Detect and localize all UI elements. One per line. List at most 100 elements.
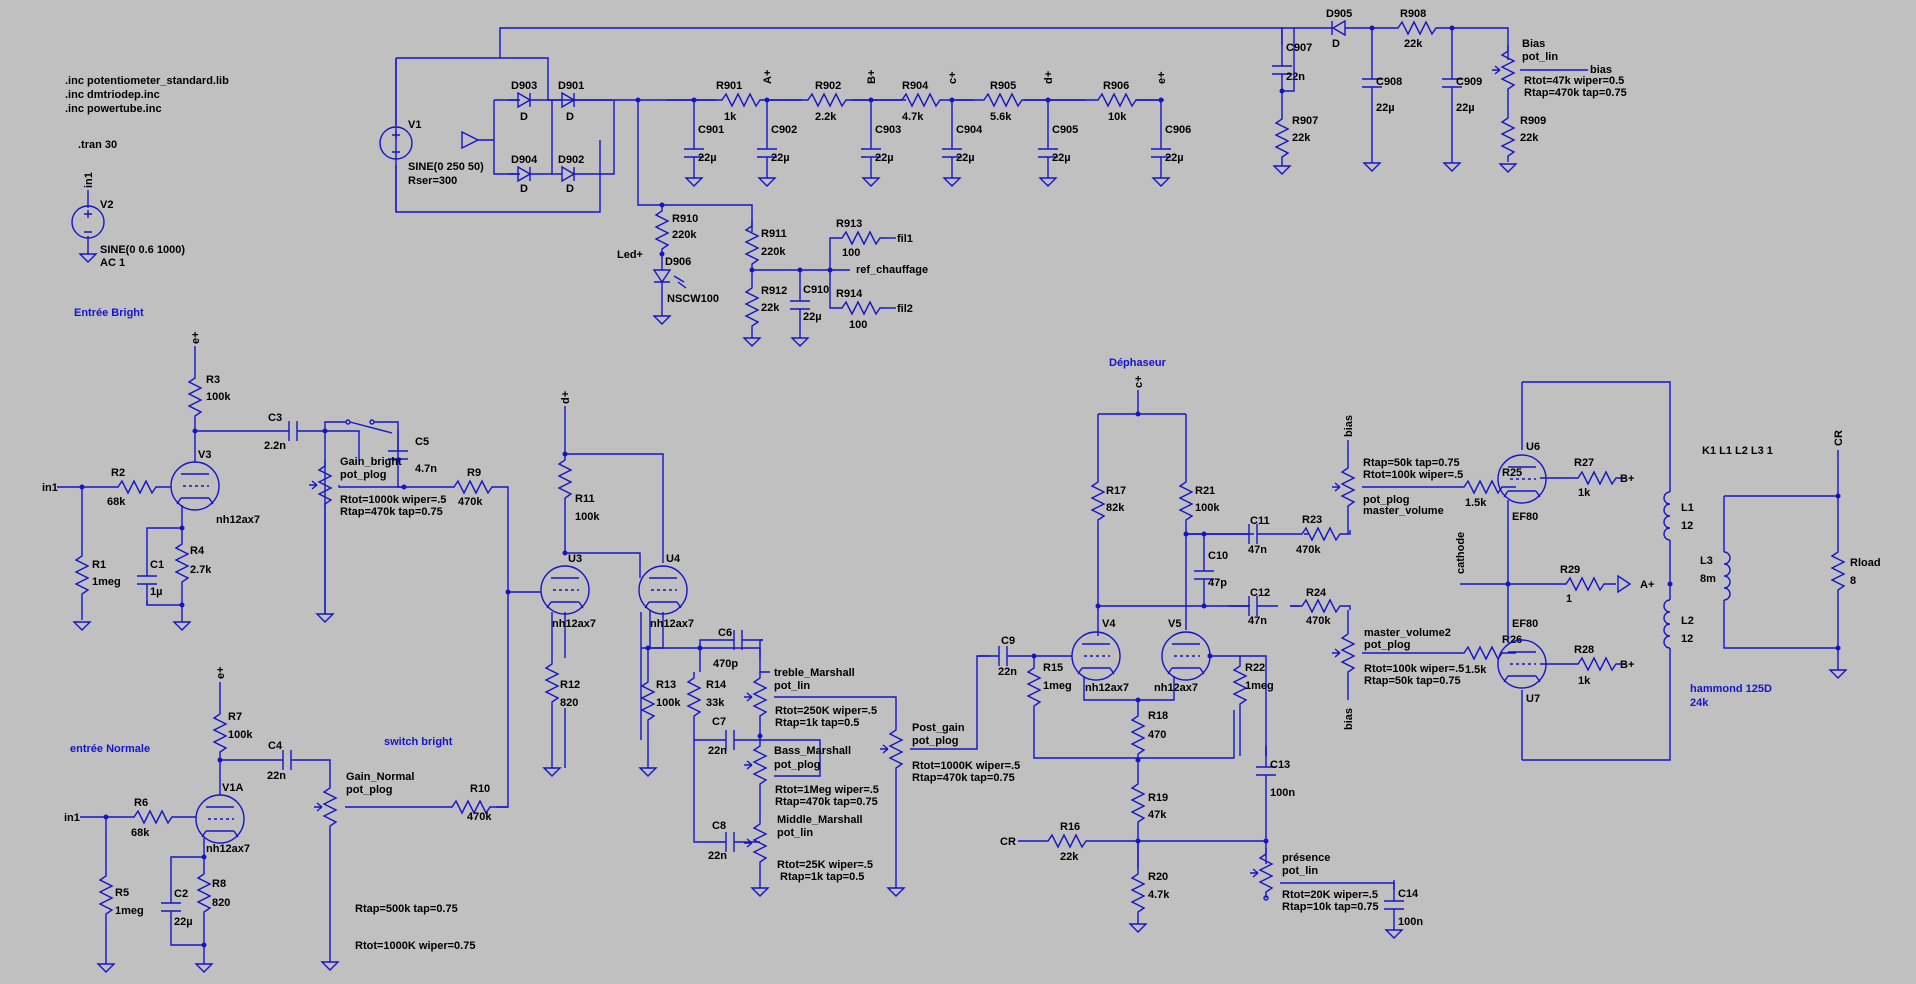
- r27-resistor[interactable]: [1571, 471, 1623, 485]
- v5-tube[interactable]: [1161, 631, 1211, 681]
- r3-resistor[interactable]: [188, 371, 202, 423]
- c12-capacitor[interactable]: [1227, 595, 1279, 617]
- bias-pot[interactable]: [1491, 44, 1515, 96]
- u7-tube[interactable]: [1497, 639, 1547, 689]
- c4-capacitor[interactable]: [261, 749, 313, 771]
- c9-capacitor[interactable]: [977, 645, 1029, 667]
- bass-p2: Rtap=470k tap=0.75: [775, 796, 878, 808]
- r19-resistor[interactable]: [1131, 777, 1145, 829]
- rload-resistor[interactable]: [1831, 545, 1845, 597]
- c3-value: 2.2n: [264, 440, 286, 452]
- r15-resistor[interactable]: [1027, 661, 1041, 713]
- r12-resistor[interactable]: [545, 657, 559, 709]
- u6-tube[interactable]: [1497, 454, 1547, 504]
- r21-resistor[interactable]: [1179, 475, 1193, 527]
- v1a-tube[interactable]: [195, 794, 245, 844]
- d904-diode[interactable]: [507, 166, 541, 182]
- r21-name: R21: [1195, 485, 1215, 497]
- r6-resistor[interactable]: [127, 810, 179, 824]
- v4-tube[interactable]: [1071, 631, 1121, 681]
- middle-pot[interactable]: [743, 817, 767, 869]
- r25-resistor[interactable]: [1457, 480, 1509, 494]
- r912-resistor[interactable]: [745, 281, 759, 333]
- c8-capacitor[interactable]: [704, 831, 756, 853]
- r23-resistor[interactable]: [1295, 527, 1347, 541]
- r905-name: R905: [990, 80, 1016, 92]
- r910-resistor[interactable]: [655, 204, 669, 256]
- l1-inductor[interactable]: [1663, 491, 1671, 585]
- master-volume2-pot[interactable]: [1331, 627, 1355, 679]
- c3-capacitor[interactable]: [267, 420, 319, 442]
- d903-diode[interactable]: [507, 92, 541, 108]
- r902-resistor[interactable]: [801, 93, 853, 107]
- u4-tube[interactable]: [638, 565, 688, 615]
- r20-resistor[interactable]: [1131, 867, 1145, 919]
- u3-tube[interactable]: [540, 565, 590, 615]
- r8-resistor[interactable]: [197, 867, 211, 919]
- post-gain-model: pot_plog: [912, 735, 958, 747]
- r1-resistor[interactable]: [75, 549, 89, 601]
- r913-resistor[interactable]: [835, 231, 887, 245]
- comments: Entrée Bright entrée Normale switch brig…: [70, 307, 1772, 755]
- gain-bright-p1: Rtot=1000k wiper=.5: [340, 494, 446, 506]
- presence-open-end: [1263, 895, 1269, 901]
- treble-pot[interactable]: [743, 671, 767, 723]
- r17-resistor[interactable]: [1091, 475, 1105, 527]
- junction-v5-grid: [1207, 653, 1213, 659]
- l3-inductor[interactable]: [1723, 546, 1731, 601]
- presence-pot[interactable]: [1249, 847, 1273, 899]
- r5-resistor[interactable]: [99, 869, 113, 921]
- r901-resistor[interactable]: [715, 93, 767, 107]
- r14-value: 33k: [706, 697, 725, 709]
- l1-name: L1: [1681, 502, 1694, 514]
- c4-name: C4: [268, 740, 283, 752]
- bass-p1: Rtot=1Meg wiper=.5: [775, 784, 879, 796]
- gain-bright-pot[interactable]: [308, 459, 332, 511]
- c12-value: 47n: [1248, 615, 1267, 627]
- gain-normal-pot[interactable]: [313, 781, 337, 833]
- r4-resistor[interactable]: [175, 537, 189, 589]
- r9-resistor[interactable]: [447, 480, 499, 494]
- r16-resistor[interactable]: [1041, 834, 1093, 848]
- r28-resistor[interactable]: [1571, 657, 1623, 671]
- r908-resistor[interactable]: [1391, 21, 1443, 35]
- d905-diode[interactable]: [1319, 19, 1356, 37]
- bass-pot[interactable]: [743, 739, 767, 791]
- c11-name: C11: [1250, 515, 1270, 527]
- r11-resistor[interactable]: [558, 453, 572, 505]
- c904-value: 22µ: [956, 152, 975, 164]
- r13-resistor[interactable]: [641, 675, 655, 727]
- r2-resistor[interactable]: [111, 480, 163, 494]
- r907-resistor[interactable]: [1275, 112, 1289, 164]
- gain-bright-ground-icon: [316, 613, 334, 623]
- d902-diode[interactable]: [551, 166, 585, 182]
- r9-name: R9: [467, 467, 481, 479]
- junction-r911: [749, 267, 755, 273]
- r8-value: 820: [212, 897, 230, 909]
- c906-value: 22µ: [1165, 152, 1184, 164]
- r909-resistor[interactable]: [1501, 111, 1515, 163]
- c11-value: 47n: [1248, 544, 1267, 556]
- l2-inductor[interactable]: [1663, 585, 1671, 649]
- post-gain-pot[interactable]: [879, 723, 903, 775]
- d906-led-icon[interactable]: [652, 266, 687, 316]
- junction-c907: [1279, 88, 1285, 94]
- r18-resistor[interactable]: [1131, 709, 1145, 761]
- r14-resistor[interactable]: [687, 671, 701, 723]
- net-cathode: cathode: [1455, 532, 1467, 574]
- r29-resistor[interactable]: [1559, 577, 1611, 591]
- r907-name: R907: [1292, 115, 1318, 127]
- master-volume-pot[interactable]: [1331, 461, 1355, 513]
- r914-resistor[interactable]: [835, 301, 887, 315]
- r905-resistor[interactable]: [977, 93, 1029, 107]
- r24-resistor[interactable]: [1295, 599, 1347, 613]
- r913-value: 100: [842, 247, 860, 259]
- r7-resistor[interactable]: [213, 707, 227, 759]
- v3-tube[interactable]: [170, 461, 220, 511]
- phase-inverter: c+ R17 82k R21 100k C10 47p C11 47n C12 …: [977, 375, 1423, 939]
- r7-value: 100k: [228, 729, 253, 741]
- r910-name: R910: [672, 213, 698, 225]
- switch-contact-b[interactable]: [369, 419, 375, 425]
- r906-resistor[interactable]: [1091, 93, 1143, 107]
- r902-value: 2.2k: [815, 111, 837, 123]
